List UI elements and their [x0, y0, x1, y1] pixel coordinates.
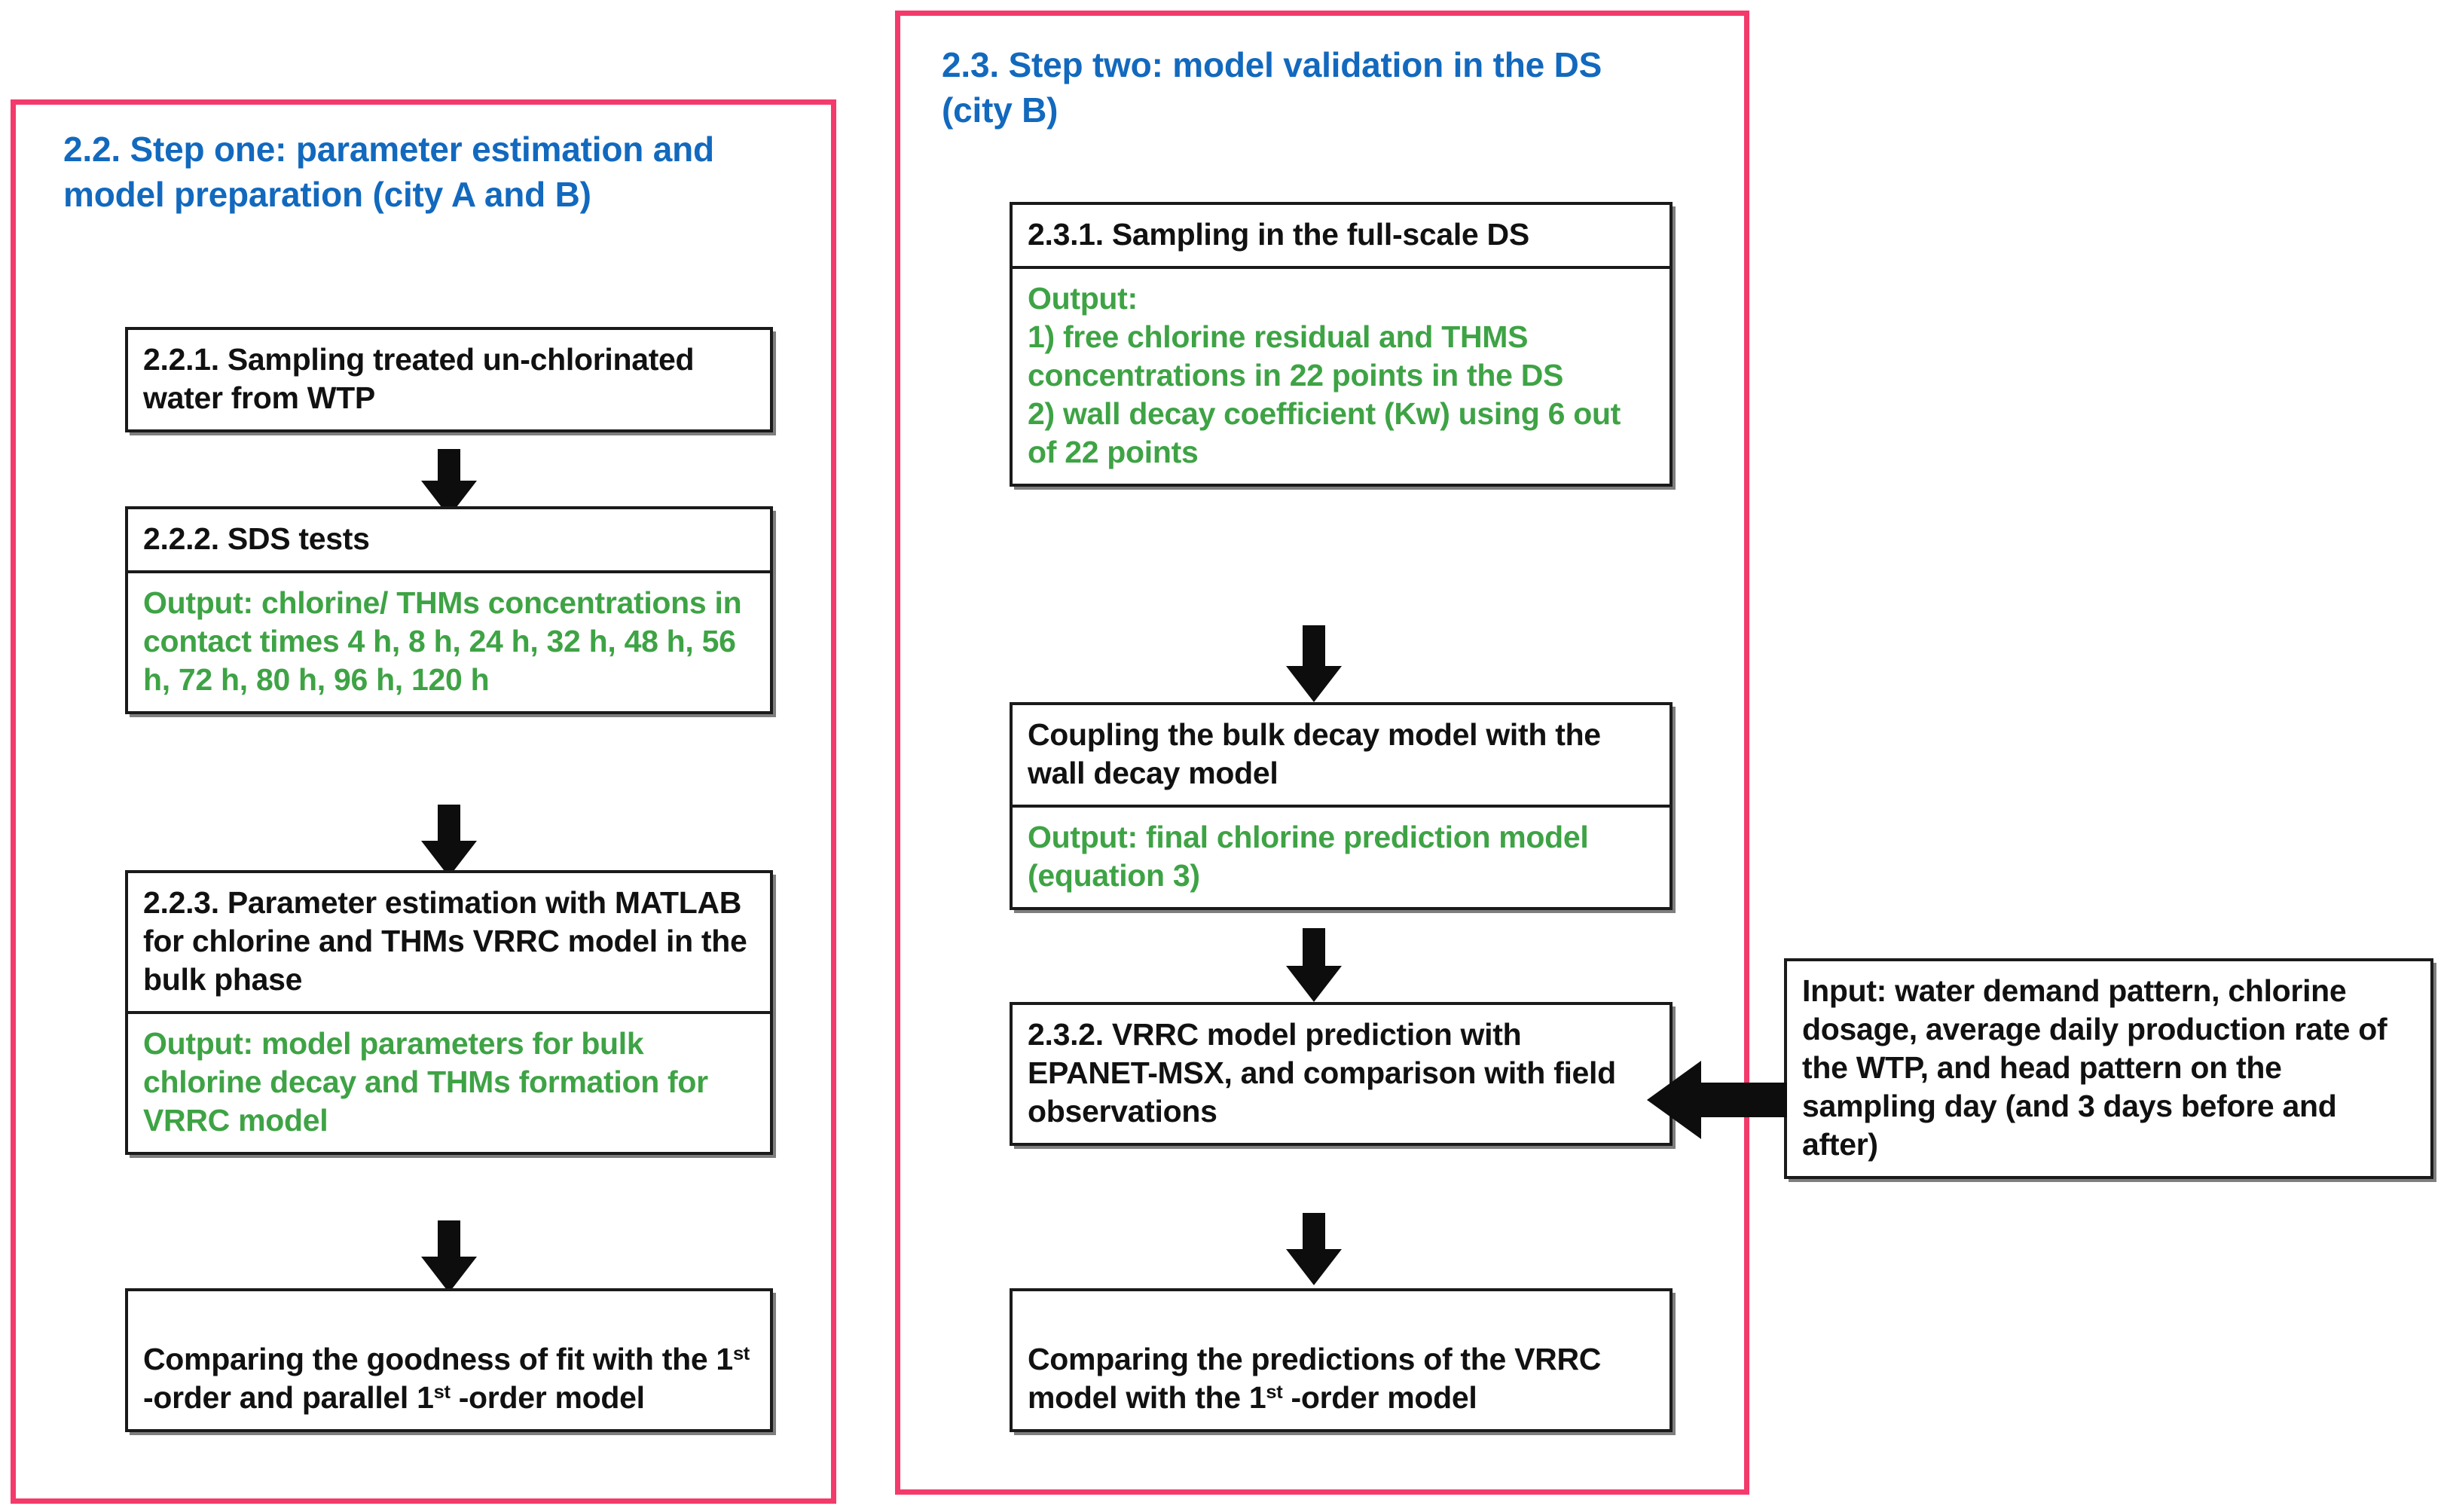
node-output-segment: Output: chlorine/ THMs concentrations in…	[128, 570, 770, 711]
node-title-segment: 2.2.1. Sampling treated un-chlorinated w…	[143, 342, 695, 415]
ordinal-suffix-1: st	[732, 1342, 750, 1364]
node-output-segment: Output: 1) free chlorine residual and TH…	[1013, 266, 1670, 484]
node-title-segment: Coupling the bulk decay model with the w…	[1028, 717, 1601, 790]
node-sds-tests[interactable]: 2.2.2. SDS tests Output: chlorine/ THMs …	[125, 506, 773, 714]
node-comparing-goodness-of-fit[interactable]: Comparing the goodness of fit with the 1…	[125, 1288, 773, 1432]
node-title-segment: Input: water demand pattern, chlorine do…	[1802, 973, 2387, 1162]
comparison-text-post: -order model	[1282, 1380, 1477, 1415]
section-heading-step-two: 2.3. Step two: model validation in the D…	[942, 45, 1602, 130]
node-title-segment: Comparing the goodness of fit with the 1…	[128, 1291, 770, 1429]
goodness-text-pre: Comparing the goodness of fit with the 1	[143, 1342, 733, 1376]
node-output-segment: Output: final chlorine prediction model …	[1013, 805, 1670, 907]
node-input-data[interactable]: Input: water demand pattern, chlorine do…	[1784, 958, 2433, 1179]
node-sampling-treated-unchlorinated-water[interactable]: 2.2.1. Sampling treated un-chlorinated w…	[125, 327, 773, 432]
section-heading-step-one: 2.2. Step one: parameter estimation and …	[63, 130, 714, 214]
section-frame-step-one	[11, 99, 836, 1504]
section-frame-step-two	[895, 11, 1749, 1495]
node-title-segment: 2.3.1. Sampling in the full-scale DS	[1028, 217, 1529, 252]
ordinal-suffix-1: st	[1266, 1381, 1283, 1403]
node-parameter-estimation-matlab[interactable]: 2.2.3. Parameter estimation with MATLAB …	[125, 870, 773, 1155]
node-sampling-full-scale-ds[interactable]: 2.3.1. Sampling in the full-scale DS Out…	[1010, 202, 1673, 487]
node-comparing-vrrc-vs-first-order[interactable]: Comparing the predictions of the VRRC mo…	[1010, 1288, 1673, 1432]
goodness-text-mid: -order and parallel 1	[143, 1380, 434, 1415]
node-title-segment: Comparing the predictions of the VRRC mo…	[1013, 1291, 1670, 1429]
node-coupling-bulk-wall-decay[interactable]: Coupling the bulk decay model with the w…	[1010, 702, 1673, 910]
node-title-segment: 2.2.2. SDS tests	[143, 521, 370, 556]
node-output-segment: Output: model parameters for bulk chlori…	[128, 1011, 770, 1152]
node-vrrc-prediction-epanet-msx[interactable]: 2.3.2. VRRC model prediction with EPANET…	[1010, 1002, 1673, 1146]
node-title-segment: 2.2.3. Parameter estimation with MATLAB …	[143, 885, 747, 997]
ordinal-suffix-2: st	[433, 1381, 451, 1403]
goodness-text-post: -order model	[450, 1380, 645, 1415]
arrow-input-to-232	[1647, 1061, 1787, 1139]
comparison-text-pre: Comparing the predictions of the VRRC mo…	[1028, 1342, 1602, 1415]
node-title-segment: 2.3.2. VRRC model prediction with EPANET…	[1028, 1017, 1616, 1129]
